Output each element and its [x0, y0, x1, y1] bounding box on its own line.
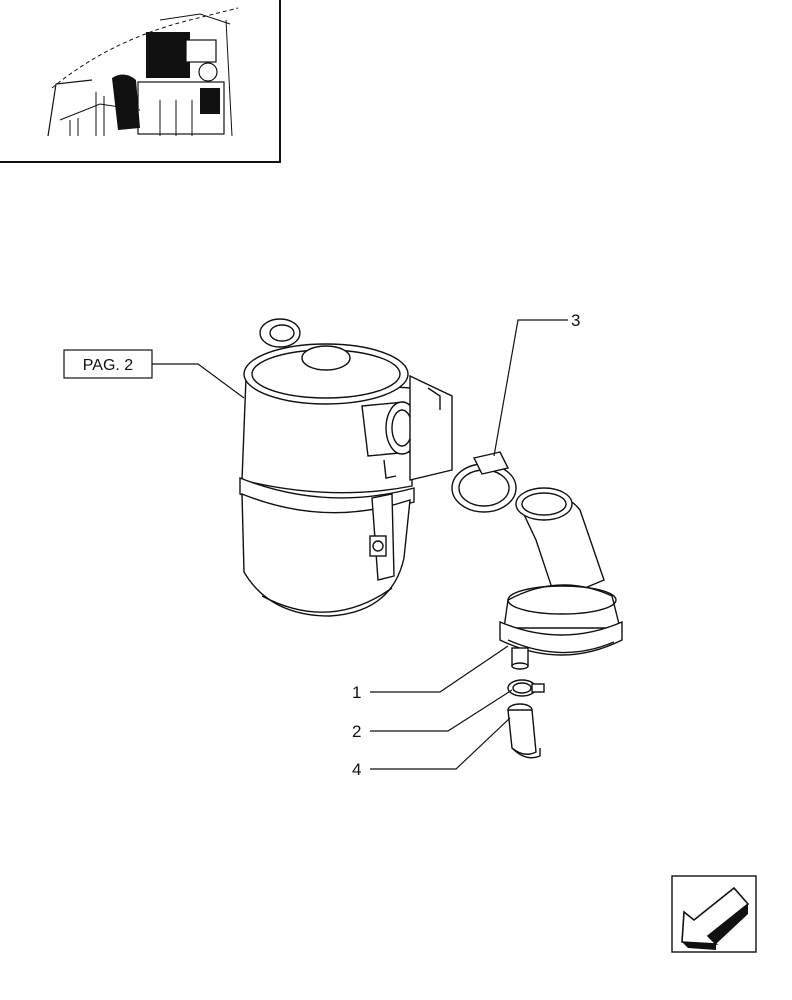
- callout-4: 4: [352, 760, 361, 779]
- hose-clamp-part-3: [451, 451, 517, 513]
- callout-1: 1: [352, 683, 361, 702]
- callout-3: 3: [571, 311, 580, 330]
- callout-2: 2: [352, 722, 361, 741]
- dust-valve-part-4: [507, 703, 541, 759]
- previous-page-button[interactable]: [671, 875, 757, 953]
- engine-location-thumbnail: [0, 0, 281, 163]
- page-reference-label: PAG. 2: [83, 357, 133, 374]
- callout-leaders: [370, 319, 568, 770]
- page-reference-box[interactable]: PAG. 2: [63, 349, 153, 379]
- reference-leader-line: [152, 363, 245, 399]
- small-clamp-part-2: [507, 679, 545, 697]
- pre-cleaner-cap-part-1: [499, 487, 623, 670]
- previous-page-arrow-icon: [681, 886, 750, 950]
- air-filter-assembly: [239, 318, 453, 617]
